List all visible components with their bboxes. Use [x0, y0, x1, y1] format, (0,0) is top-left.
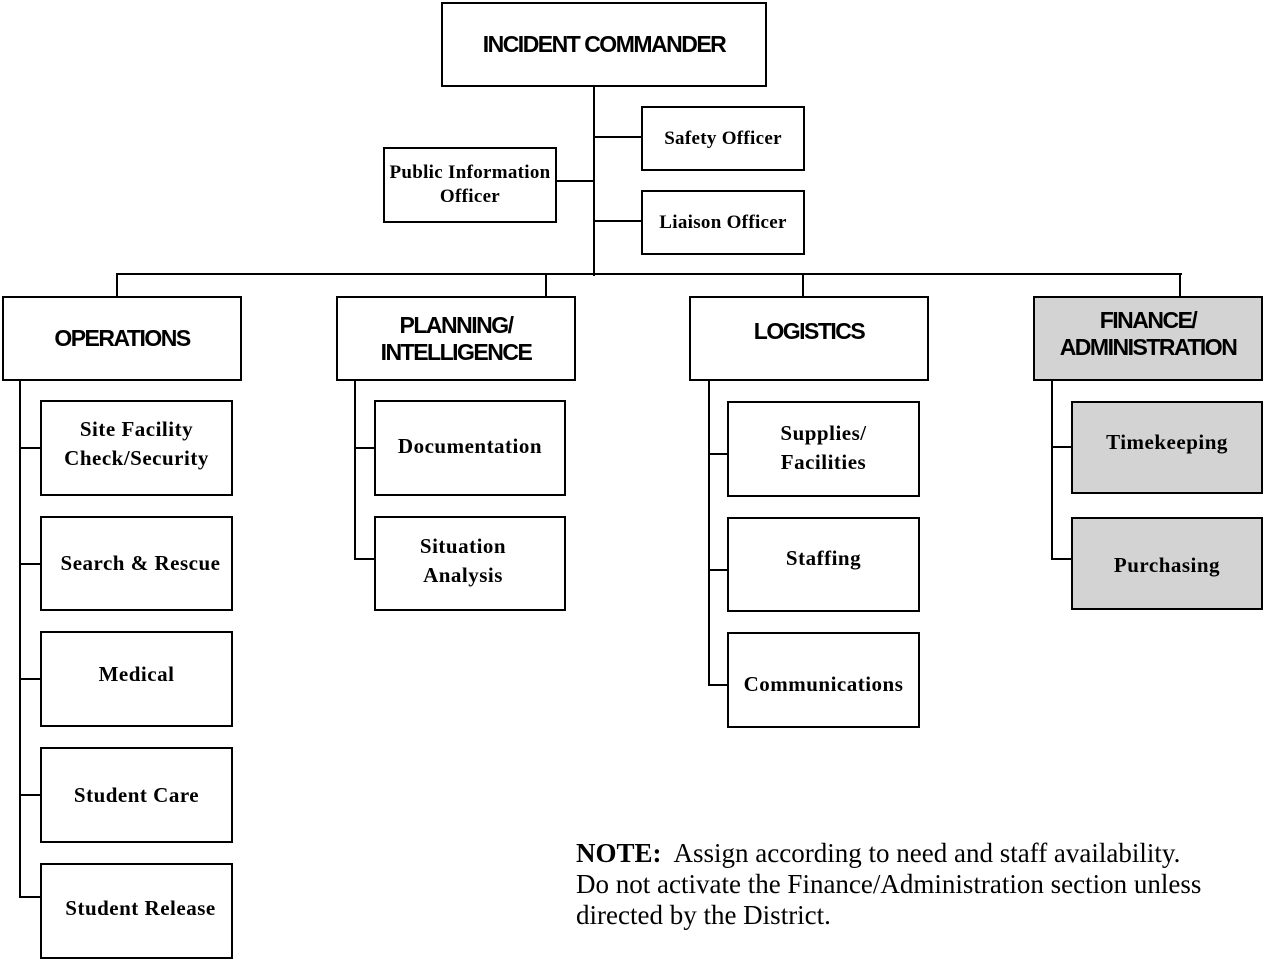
connector-line	[1051, 558, 1072, 560]
connector-line	[708, 453, 728, 455]
note-line: directed by the District.	[576, 900, 831, 930]
connector-line	[19, 794, 41, 796]
connector-line	[545, 273, 547, 297]
box-label: Medical	[98, 661, 175, 686]
unit-box-staffing: Staffing	[727, 517, 920, 612]
connector-line	[116, 273, 1182, 275]
liaison-officer-box: Liaison Officer	[641, 190, 805, 255]
box-label: Communications	[743, 671, 904, 696]
operations-section-box: OPERATIONS	[2, 296, 242, 381]
box-label: LOGISTICS	[753, 318, 866, 344]
box-label: Documentation	[397, 433, 543, 458]
box-label: Staffing	[785, 546, 862, 570]
box-label: OPERATIONS	[54, 325, 191, 351]
connector-line	[354, 380, 356, 560]
box-label: Search & Rescue	[60, 551, 221, 575]
connector-line	[594, 136, 642, 138]
incident-commander-box: INCIDENT COMMANDER	[441, 2, 767, 87]
box-label: PLANNING/ INTELLIGENCE	[380, 311, 533, 365]
unit-box-communications: Communications	[727, 632, 920, 728]
box-label: Purchasing	[1113, 553, 1221, 577]
connector-line	[708, 569, 728, 571]
connector-line	[19, 896, 41, 898]
logistics-section-box: LOGISTICS	[689, 296, 929, 381]
finance-administration-section-box: FINANCE/ ADMINISTRATION	[1033, 296, 1263, 381]
box-label: Site Facility Check/Security	[64, 417, 209, 470]
planning-intelligence-section-box: PLANNING/ INTELLIGENCE	[336, 296, 576, 381]
unit-box-search-rescue: Search & Rescue	[40, 516, 233, 611]
connector-line	[708, 684, 728, 686]
connector-line	[594, 220, 642, 222]
unit-box-supplies-facilities: Supplies/ Facilities	[727, 401, 920, 497]
connector-line	[1179, 273, 1181, 297]
box-label: Timekeeping	[1106, 430, 1228, 454]
box-label: INCIDENT COMMANDER	[482, 31, 727, 57]
connector-line	[1051, 446, 1072, 448]
unit-box-timekeeping: Timekeeping	[1071, 401, 1263, 494]
box-label: Safety Officer	[664, 127, 782, 149]
connector-line	[802, 273, 804, 297]
box-label: Situation Analysis	[419, 533, 507, 587]
unit-box-situation-analysis: Situation Analysis	[374, 516, 566, 611]
note-text: NOTE: Assign according to need and staff…	[576, 838, 1266, 931]
note-line: Do not activate the Finance/Administrati…	[576, 869, 1202, 899]
box-label: Student Release	[65, 895, 216, 920]
box-label: Public Information Officer	[389, 162, 551, 207]
connector-line	[556, 180, 594, 182]
unit-box-student-release: Student Release	[40, 863, 233, 959]
public-information-officer-box: Public Information Officer	[383, 147, 557, 223]
safety-officer-box: Safety Officer	[641, 106, 805, 171]
unit-box-site-facility: Site Facility Check/Security	[40, 400, 233, 496]
unit-box-purchasing: Purchasing	[1071, 517, 1263, 610]
connector-line	[19, 380, 21, 898]
connector-line	[354, 558, 375, 560]
connector-line	[708, 380, 710, 686]
note-line: Assign according to need and staff avail…	[673, 838, 1181, 868]
box-label: Supplies/ Facilities	[780, 421, 867, 474]
connector-line	[19, 447, 41, 449]
connector-line	[593, 86, 595, 276]
connector-line	[1051, 380, 1053, 560]
connector-line	[19, 563, 41, 565]
unit-box-student-care: Student Care	[40, 747, 233, 843]
unit-box-documentation: Documentation	[374, 400, 566, 496]
unit-box-medical: Medical	[40, 631, 233, 727]
connector-line	[19, 678, 41, 680]
connector-line	[116, 273, 118, 297]
note-label: NOTE:	[576, 838, 662, 868]
connector-line	[354, 447, 375, 449]
box-label: Student Care	[73, 782, 200, 807]
box-label: Liaison Officer	[659, 211, 787, 233]
box-label: FINANCE/ ADMINISTRATION	[1059, 306, 1238, 360]
